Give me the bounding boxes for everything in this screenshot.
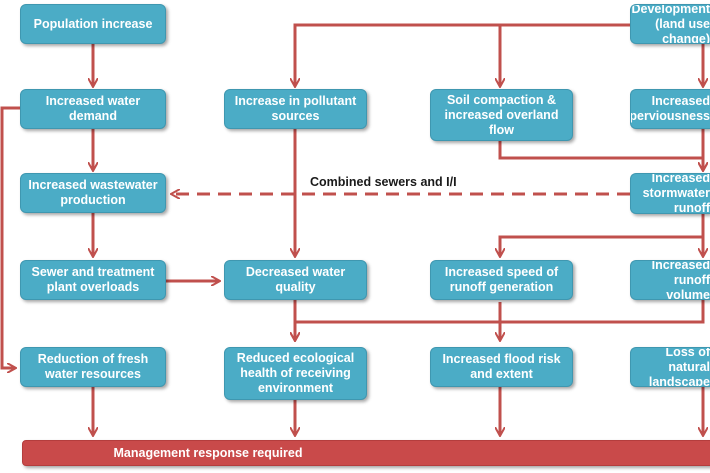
box-increase-pollutant-sources: Increase in pollutant sources xyxy=(224,89,367,129)
arrow-demand-to-freshwater xyxy=(0,106,20,368)
arrow-stormwater-to-speed xyxy=(500,214,705,256)
management-response-label: Management response required xyxy=(113,446,303,460)
box-population-increase: Population increase xyxy=(20,4,166,44)
box-development: Development (land use change) xyxy=(630,4,710,44)
box-increased-water-demand: Increased water demand xyxy=(20,89,166,129)
arrow-soil-to-stormwater xyxy=(498,141,703,170)
box-wastewater-production: Increased wastewater production xyxy=(20,173,166,213)
box-decreased-water-quality: Decreased water quality xyxy=(224,260,367,300)
box-imperviousness: Increased imperviousness xyxy=(630,89,710,129)
box-ecological-health: Reduced ecological health of receiving e… xyxy=(224,347,367,400)
box-runoff-speed: Increased speed of runoff generation xyxy=(430,260,573,300)
management-response-bar: Management response required xyxy=(22,440,710,466)
box-natural-landscape: Loss of natural landscape xyxy=(630,347,710,387)
box-sewer-overloads: Sewer and treatment plant overloads xyxy=(20,260,166,300)
arrow-development-to-pollutant xyxy=(295,23,630,86)
box-runoff-volume: Increased runoff volume xyxy=(630,260,710,300)
box-stormwater-runoff: Increased stormwater runoff xyxy=(630,173,710,214)
box-soil-compaction: Soil compaction & increased overland flo… xyxy=(430,89,573,141)
box-flood-risk: Increased flood risk and extent xyxy=(430,347,573,387)
label-combined-sewers: Combined sewers and I/I xyxy=(310,175,457,189)
box-fresh-water-reduction: Reduction of fresh water resources xyxy=(20,347,166,387)
